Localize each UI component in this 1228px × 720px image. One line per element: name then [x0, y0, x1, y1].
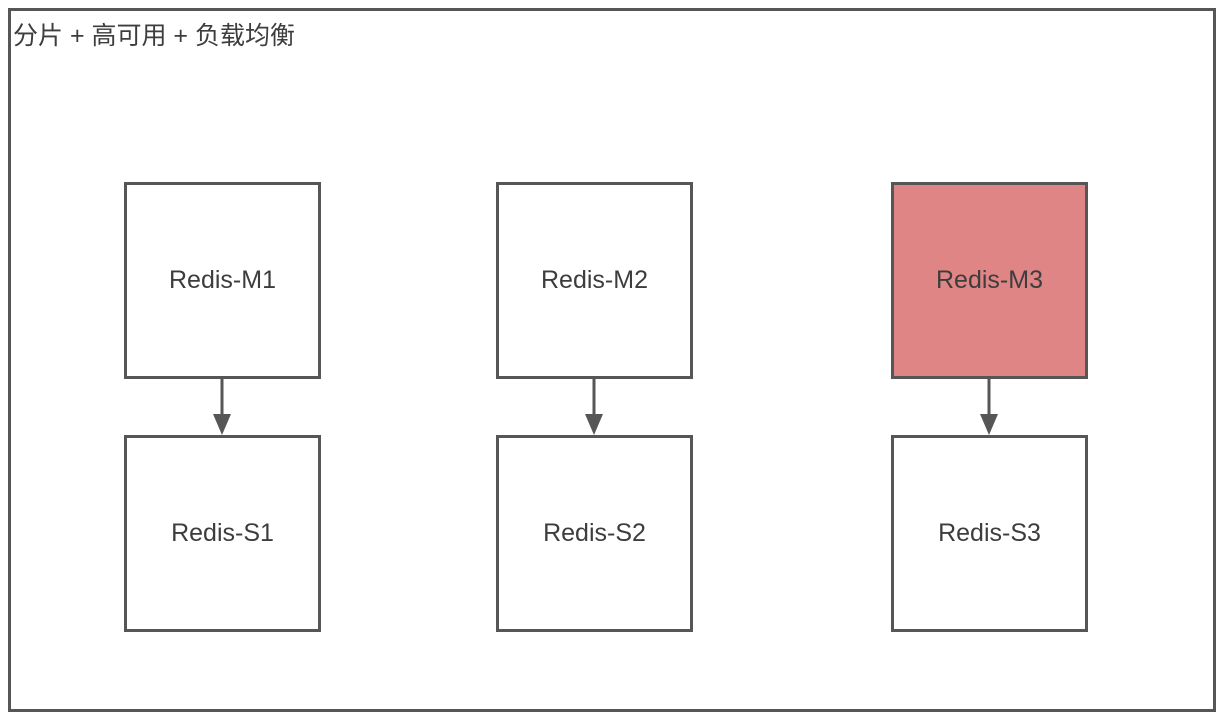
arrow-m3-to-s3: [979, 379, 999, 435]
node-label: Redis-M2: [541, 266, 648, 294]
node-label: Redis-S1: [171, 519, 274, 547]
arrow-down-icon: [213, 414, 231, 435]
node-redis-m2: Redis-M2: [496, 182, 693, 379]
arrow-m1-to-s1: [212, 379, 232, 435]
node-redis-m3: Redis-M3: [891, 182, 1088, 379]
arrow-down-icon: [585, 414, 603, 435]
arrow-stem: [987, 379, 991, 419]
node-label: Redis-S3: [938, 519, 1041, 547]
arrow-down-icon: [980, 414, 998, 435]
diagram-title: 分片 + 高可用 + 负载均衡: [13, 22, 295, 50]
node-label: Redis-M3: [936, 266, 1043, 294]
node-label: Redis-S2: [543, 519, 646, 547]
node-redis-m1: Redis-M1: [124, 182, 321, 379]
arrow-m2-to-s2: [584, 379, 604, 435]
arrow-stem: [220, 379, 224, 419]
arrow-stem: [592, 379, 596, 419]
node-redis-s3: Redis-S3: [891, 435, 1088, 632]
node-redis-s1: Redis-S1: [124, 435, 321, 632]
node-label: Redis-M1: [169, 266, 276, 294]
node-redis-s2: Redis-S2: [496, 435, 693, 632]
